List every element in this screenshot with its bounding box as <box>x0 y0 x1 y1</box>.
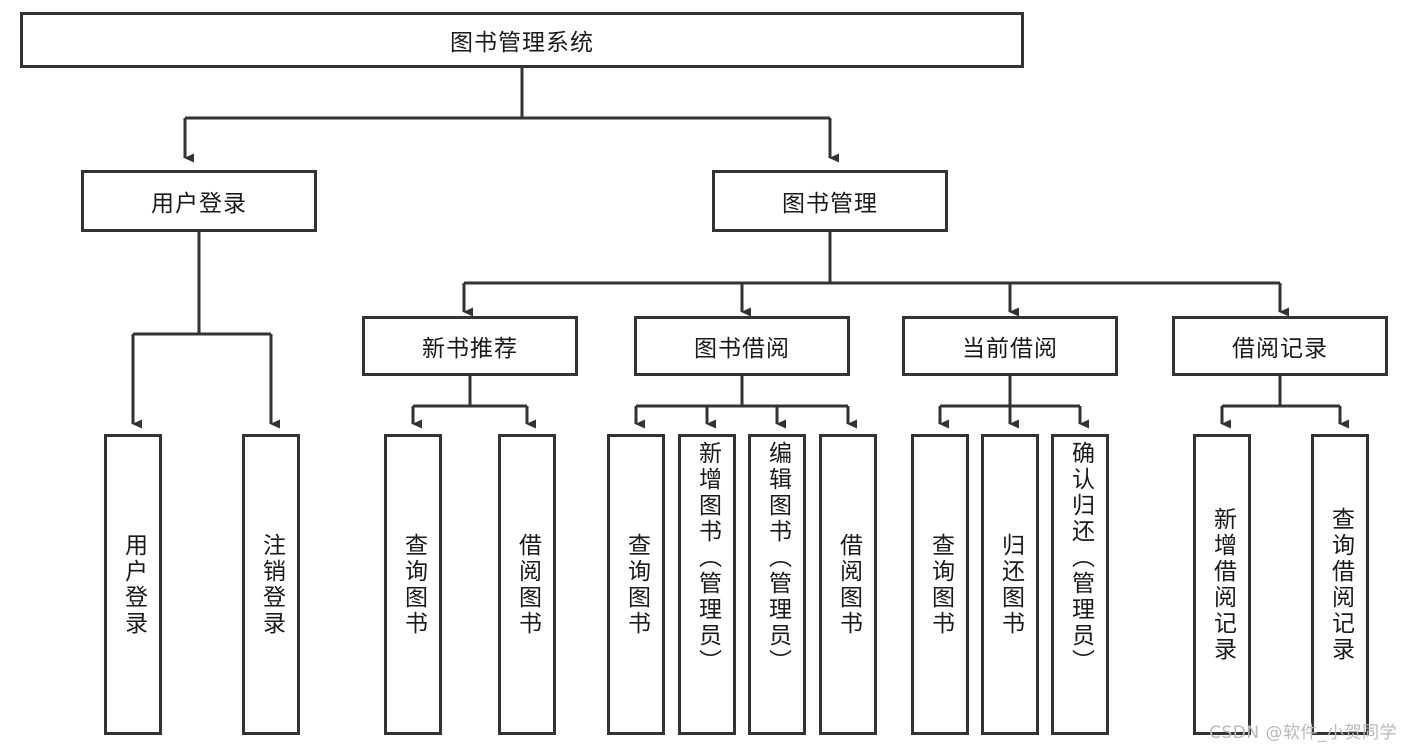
leaf-return-book[interactable]: 归还图书 <box>981 434 1039 735</box>
leaf-query-book-3[interactable]: 查询图书 <box>911 434 969 735</box>
node-root[interactable]: 图书管理系统 <box>20 12 1024 68</box>
node-new-book-rec[interactable]: 新书推荐 <box>362 316 578 376</box>
node-current-borrow[interactable]: 当前借阅 <box>902 316 1118 376</box>
leaf-borrow-book-1-label: 借阅图书 <box>514 532 541 637</box>
leaf-query-record-label: 查询借阅记录 <box>1327 506 1354 663</box>
leaf-borrow-book-2-label: 借阅图书 <box>835 532 862 637</box>
leaf-confirm-return[interactable]: 确认归还（管理员） <box>1051 434 1109 735</box>
leaf-edit-book-label: 编辑图书（管理员） <box>764 441 791 675</box>
node-user-login-label: 用户登录 <box>151 191 247 217</box>
leaf-add-record-label: 新增借阅记录 <box>1209 506 1236 663</box>
node-root-label: 图书管理系统 <box>450 30 594 56</box>
leaf-query-book-2-label: 查询图书 <box>623 532 650 637</box>
leaf-query-book-3-label: 查询图书 <box>927 532 954 637</box>
node-new-book-rec-label: 新书推荐 <box>422 336 518 362</box>
node-borrow-record-label: 借阅记录 <box>1232 336 1328 362</box>
leaf-borrow-book-1[interactable]: 借阅图书 <box>498 434 556 735</box>
leaf-user-login[interactable]: 用户登录 <box>104 434 162 735</box>
node-borrow-record[interactable]: 借阅记录 <box>1172 316 1388 376</box>
node-book-borrow[interactable]: 图书借阅 <box>634 316 850 376</box>
node-user-login[interactable]: 用户登录 <box>81 170 317 232</box>
leaf-logout-label: 注销登录 <box>258 532 285 637</box>
leaf-add-book-label: 新增图书（管理员） <box>694 441 721 675</box>
node-current-borrow-label: 当前借阅 <box>962 336 1058 362</box>
leaf-logout[interactable]: 注销登录 <box>242 434 300 735</box>
node-book-manage[interactable]: 图书管理 <box>712 170 948 232</box>
leaf-return-book-label: 归还图书 <box>997 532 1024 637</box>
leaf-add-record[interactable]: 新增借阅记录 <box>1193 434 1251 735</box>
leaf-query-book-2[interactable]: 查询图书 <box>607 434 665 735</box>
leaf-query-book-1[interactable]: 查询图书 <box>384 434 442 735</box>
node-book-borrow-label: 图书借阅 <box>694 336 790 362</box>
watermark: CSDN @软件_小贺同学 <box>1209 723 1397 743</box>
leaf-query-book-1-label: 查询图书 <box>400 532 427 637</box>
leaf-edit-book[interactable]: 编辑图书（管理员） <box>748 434 806 735</box>
node-book-manage-label: 图书管理 <box>782 191 878 217</box>
leaf-user-login-label: 用户登录 <box>120 532 147 637</box>
leaf-add-book[interactable]: 新增图书（管理员） <box>678 434 736 735</box>
leaf-confirm-return-label: 确认归还（管理员） <box>1067 441 1094 675</box>
leaf-borrow-book-2[interactable]: 借阅图书 <box>819 434 877 735</box>
leaf-query-record[interactable]: 查询借阅记录 <box>1311 434 1369 735</box>
